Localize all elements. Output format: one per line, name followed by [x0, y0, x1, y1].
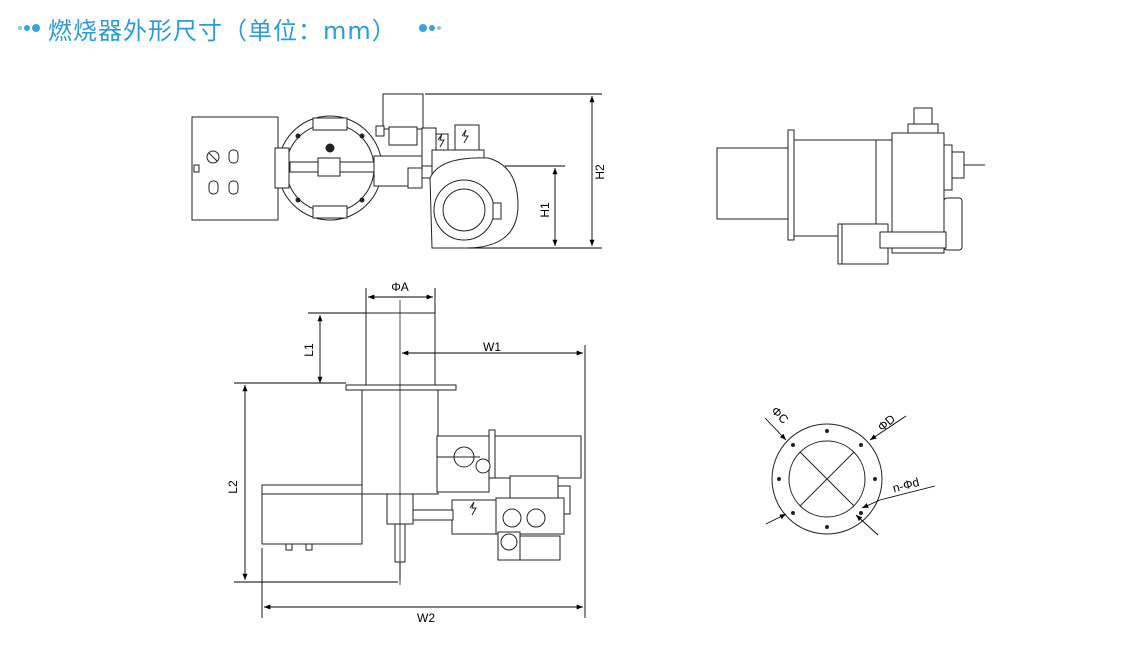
- solenoid-actuator: [382, 93, 424, 130]
- dimension-label-l1: L1: [302, 343, 316, 357]
- dimension-label-h2: H2: [593, 164, 607, 180]
- flange-view-dimensions: [764, 415, 936, 536]
- top-view: [261, 312, 582, 580]
- top-control-box: [261, 484, 363, 545]
- dimension-label-phi-a: ΦA: [391, 280, 409, 294]
- flange-inner-circle: [788, 440, 866, 518]
- header-decoration-left: [18, 24, 40, 32]
- control-box: [191, 116, 279, 221]
- section-header: 燃烧器外形尺寸（单位：mm）: [18, 8, 441, 48]
- top-blast-tube: [365, 312, 436, 386]
- front-view-dimensions: [425, 93, 602, 249]
- dimension-label-phi-c: ΦC: [768, 404, 791, 427]
- dimension-label-w1: W1: [483, 340, 501, 354]
- dimension-label-h1: H1: [538, 202, 552, 218]
- flange-view: [771, 423, 883, 535]
- page-title: 燃烧器外形尺寸（单位：mm）: [48, 16, 397, 45]
- header-decoration-right: [418, 24, 441, 32]
- dimension-label-n-phi-d: n-Φd: [891, 475, 921, 495]
- top-view-dimensions: [234, 288, 586, 618]
- flange-outer-circle: [771, 423, 883, 535]
- dimension-label-w2: W2: [417, 611, 435, 625]
- front-view: [191, 93, 519, 249]
- blast-tube: [716, 147, 791, 220]
- dimension-label-phi-d: ΦD: [875, 411, 898, 434]
- top-fan-housing: [494, 435, 582, 479]
- dimension-label-l2: L2: [226, 480, 240, 494]
- side-view: [716, 107, 985, 265]
